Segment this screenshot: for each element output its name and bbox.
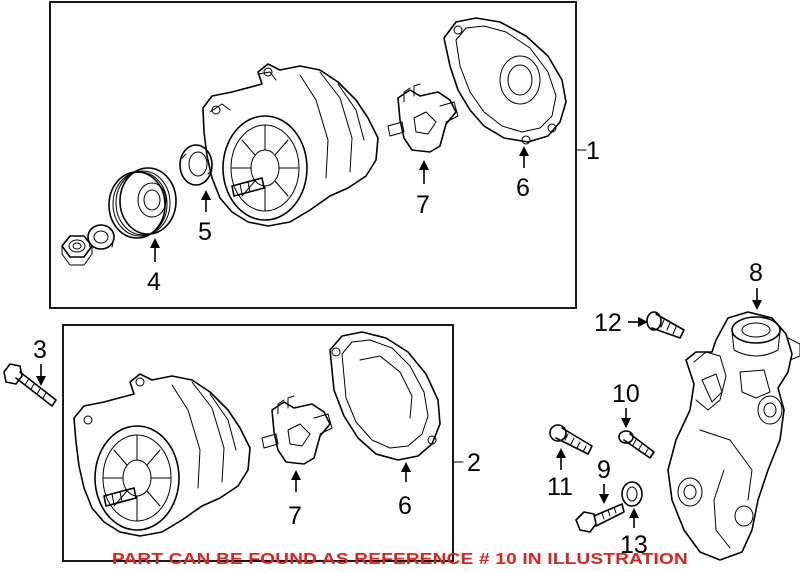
group-box-1 xyxy=(49,1,577,309)
pulley-drawing xyxy=(108,167,177,239)
ring-13-drawing xyxy=(621,481,643,507)
bolt-10-drawing xyxy=(618,430,655,459)
washer-drawing xyxy=(87,224,115,250)
callout-1: 1 xyxy=(586,137,600,165)
callout-6-top: 6 xyxy=(516,174,530,202)
callout-4: 4 xyxy=(147,268,161,296)
bracket-8-drawing xyxy=(667,311,800,561)
callout-12: 12 xyxy=(594,309,622,337)
alternator-drawing-top xyxy=(202,63,379,227)
cover-drawing-top xyxy=(443,17,567,145)
arrow-7-bottom xyxy=(291,470,301,492)
arrow-13 xyxy=(629,508,639,528)
callout-2: 2 xyxy=(467,449,481,477)
arrow-10 xyxy=(621,408,631,428)
bolt-11-drawing xyxy=(549,424,593,455)
cover-drawing-bottom xyxy=(329,331,441,461)
callout-5: 5 xyxy=(198,218,212,246)
alternator-drawing-bottom xyxy=(73,373,251,537)
arrow-12 xyxy=(628,317,648,327)
nut-drawing xyxy=(61,235,93,266)
callout-13: 13 xyxy=(620,531,648,559)
ring-drawing xyxy=(179,144,213,186)
callout-7-top: 7 xyxy=(416,191,430,219)
callout-6-bottom: 6 xyxy=(398,492,412,520)
bolt-3-drawing xyxy=(3,363,57,407)
regulator-drawing-bottom xyxy=(261,395,333,465)
bolt-12-drawing xyxy=(646,311,685,339)
callout-10: 10 xyxy=(612,380,640,408)
arrow-7-top xyxy=(419,160,429,184)
arrow-4 xyxy=(150,238,160,262)
callout-9: 9 xyxy=(597,456,611,484)
arrow-11 xyxy=(556,448,566,470)
arrow-3 xyxy=(36,364,46,386)
callout-8: 8 xyxy=(749,259,763,287)
group-box-2 xyxy=(62,324,454,562)
arrow-6-top xyxy=(519,146,529,168)
arrow-6-bottom xyxy=(401,462,411,482)
arrow-8 xyxy=(752,288,762,310)
callout-3: 3 xyxy=(33,336,47,364)
callout-11: 11 xyxy=(547,473,573,501)
regulator-drawing-top xyxy=(387,83,459,153)
arrow-9 xyxy=(599,484,609,504)
reference-note: PART CAN BE FOUND AS REFERENCE # 10 IN I… xyxy=(112,551,688,568)
callout-7-bottom: 7 xyxy=(288,502,302,530)
bolt-9-drawing xyxy=(575,503,625,533)
arrow-5 xyxy=(201,190,211,212)
